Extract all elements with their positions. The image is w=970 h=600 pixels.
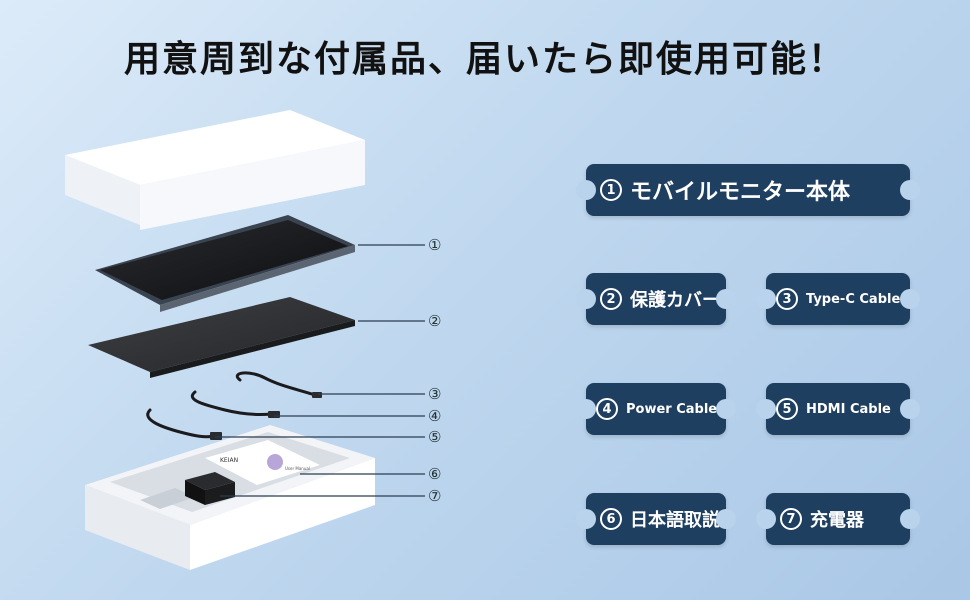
manual-subtitle: User Manual [285, 466, 310, 471]
item-monitor: 1 モバイルモニター本体 [576, 164, 920, 216]
callout-4: ④ [428, 407, 442, 425]
monitor-panel [95, 215, 355, 312]
item-power-cable: 4 Power Cable [576, 383, 736, 435]
page-title: 用意周到な付属品、届いたら即使用可能！ [123, 38, 846, 80]
box-lid [65, 110, 365, 230]
cables [146, 371, 317, 439]
item-label: HDMI Cable [806, 401, 891, 417]
protective-cover [88, 297, 355, 378]
callout-1: ① [428, 236, 442, 254]
manual-brand: KEIAN [220, 457, 238, 464]
item-label: Type-C Cable [806, 291, 901, 307]
item-label: モバイルモニター本体 [630, 179, 851, 205]
callout-6: ⑥ [428, 465, 442, 483]
item-number: 5 [776, 398, 798, 420]
user-manual: KEIAN User Manual [205, 440, 320, 485]
item-number: 3 [776, 288, 798, 310]
item-typec-cable: 3 Type-C Cable [756, 273, 920, 325]
item-number: 6 [600, 508, 622, 530]
callout-5: ⑤ [428, 428, 442, 446]
callout-lines [215, 244, 425, 497]
item-label: 充電器 [810, 510, 864, 531]
item-number: 7 [780, 508, 802, 530]
item-label: 保護カバー [630, 290, 720, 311]
item-label: 日本語取説 [630, 510, 720, 531]
item-hdmi-cable: 5 HDMI Cable [756, 383, 920, 435]
item-japanese-manual: 6 日本語取説 [576, 493, 736, 545]
item-number: 2 [600, 288, 622, 310]
callout-3: ③ [428, 385, 442, 403]
item-number: 1 [600, 179, 622, 201]
callout-2: ② [428, 312, 442, 330]
item-number: 4 [596, 398, 618, 420]
item-charger: 7 充電器 [756, 493, 920, 545]
callout-7: ⑦ [428, 487, 442, 505]
item-label: Power Cable [626, 401, 718, 417]
item-protective-cover: 2 保護カバー [576, 273, 736, 325]
charger [185, 472, 235, 505]
